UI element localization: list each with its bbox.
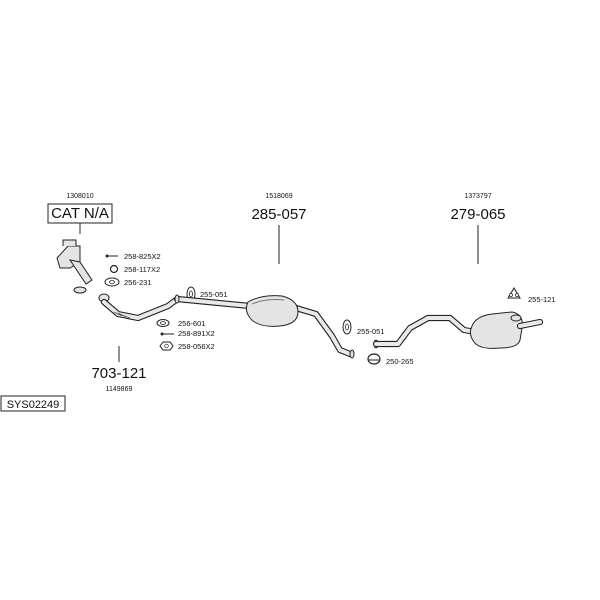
fitting-label: 258-825X2 <box>124 252 161 261</box>
fitting-label: 258-056X2 <box>178 342 215 351</box>
fitting-label: 255-121 <box>528 295 556 304</box>
fitting-label: 250-265 <box>386 357 414 366</box>
system-id-box <box>0 395 66 412</box>
fitting-label: 258-891X2 <box>178 329 215 338</box>
part-number-middle: 285-057 <box>251 206 306 223</box>
fitting-label: 256-231 <box>124 278 152 287</box>
gasket-icon <box>104 277 120 287</box>
nut-icon <box>159 341 174 351</box>
bolt-icon <box>105 254 118 258</box>
oe-number-front: 1149869 <box>106 386 133 393</box>
rubber-hanger-icon <box>342 319 352 335</box>
clamp-icon <box>367 353 381 365</box>
part-number-front: 703-121 <box>91 365 146 382</box>
catalytic-converter-part <box>56 239 93 294</box>
gasket-icon <box>156 319 170 327</box>
front-pipe-part <box>98 293 180 322</box>
rubber-hanger-icon <box>507 287 521 299</box>
fitting-label: 256-601 <box>178 319 206 328</box>
middle-silencer-part <box>173 294 355 359</box>
part-number-rear: 279-065 <box>450 206 505 223</box>
oe-number-middle: 1518069 <box>265 193 292 200</box>
rear-silencer-part <box>372 311 544 349</box>
oe-number-cat: 1308010 <box>66 193 93 200</box>
part-number-cat: CAT N/A <box>51 205 109 222</box>
bolt-icon <box>160 332 174 336</box>
fitting-label: 258-117X2 <box>124 265 160 274</box>
spring-icon <box>109 264 119 274</box>
system-id: SYS02249 <box>7 399 60 411</box>
oe-number-rear: 1373797 <box>464 193 491 200</box>
fitting-label: 255-051 <box>357 327 385 336</box>
fitting-label: 255-051 <box>200 290 228 299</box>
